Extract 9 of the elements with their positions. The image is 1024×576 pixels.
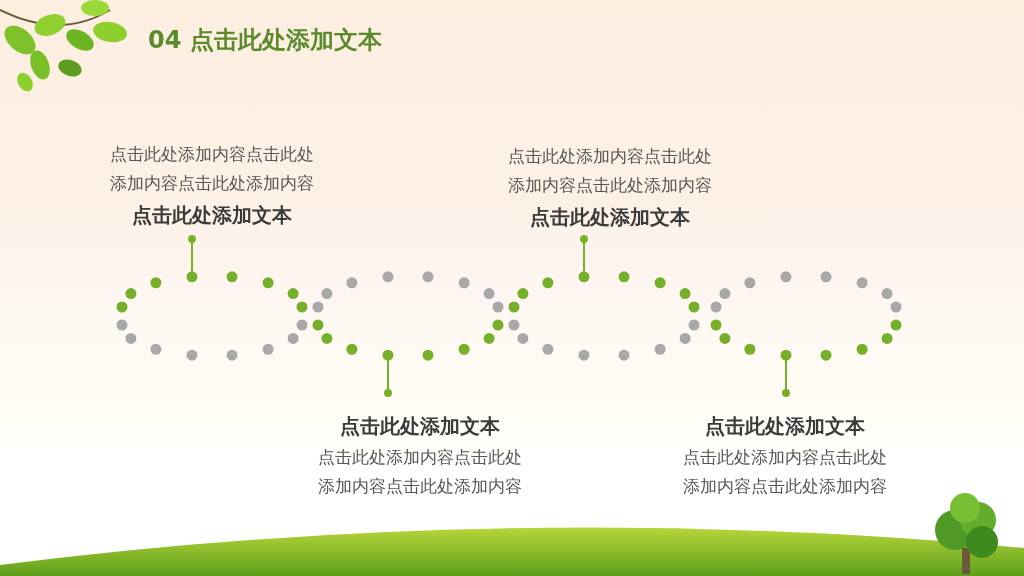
body-text: 点击此处添加内容点击此处添加内容点击此处添加内容	[682, 446, 888, 498]
heading: 点击此处添加文本	[131, 202, 293, 229]
body-text: 点击此处添加内容点击此处添加内容点击此处添加内容	[317, 446, 523, 498]
body-text: 点击此处添加内容点击此处添加内容点击此处添加内容	[109, 143, 315, 195]
body-text: 点击此处添加内容点击此处添加内容点击此处添加内容	[507, 145, 713, 197]
heading: 点击此处添加文本	[704, 413, 866, 440]
heading: 点击此处添加文本	[529, 204, 691, 231]
heading: 点击此处添加文本	[339, 413, 501, 440]
slide-title: 04 点击此处添加文本	[148, 25, 382, 56]
